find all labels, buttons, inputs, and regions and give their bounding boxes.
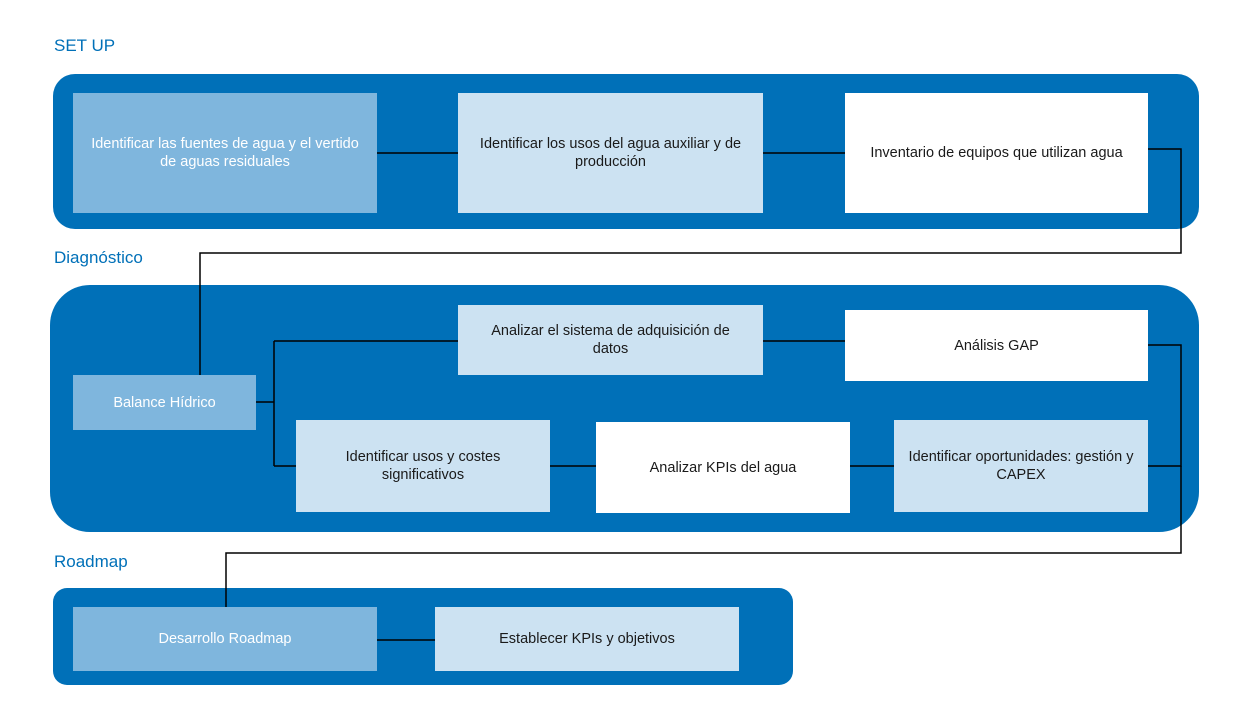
box-identificar-usos-costes: Identificar usos y costes significativos xyxy=(296,420,550,512)
box-identificar-oportunidades: Identificar oportunidades: gestión y CAP… xyxy=(894,420,1148,512)
box-analisis-gap: Análisis GAP xyxy=(845,310,1148,381)
box-establecer-kpis: Establecer KPIs y objetivos xyxy=(435,607,739,671)
box-analizar-kpis-agua: Analizar KPIs del agua xyxy=(596,422,850,513)
box-desarrollo-roadmap: Desarrollo Roadmap xyxy=(73,607,377,671)
box-inventario-equipos: Inventario de equipos que utilizan agua xyxy=(845,93,1148,213)
box-identificar-fuentes: Identificar las fuentes de agua y el ver… xyxy=(73,93,377,213)
section-title-roadmap: Roadmap xyxy=(54,552,128,571)
box-balance-hidrico: Balance Hídrico xyxy=(73,375,256,430)
section-title-diagnostico: Diagnóstico xyxy=(54,248,143,267)
box-identificar-usos-agua: Identificar los usos del agua auxiliar y… xyxy=(458,93,763,213)
section-title-setup: SET UP xyxy=(54,36,116,55)
box-analizar-adquisicion: Analizar el sistema de adquisición de da… xyxy=(458,305,763,375)
